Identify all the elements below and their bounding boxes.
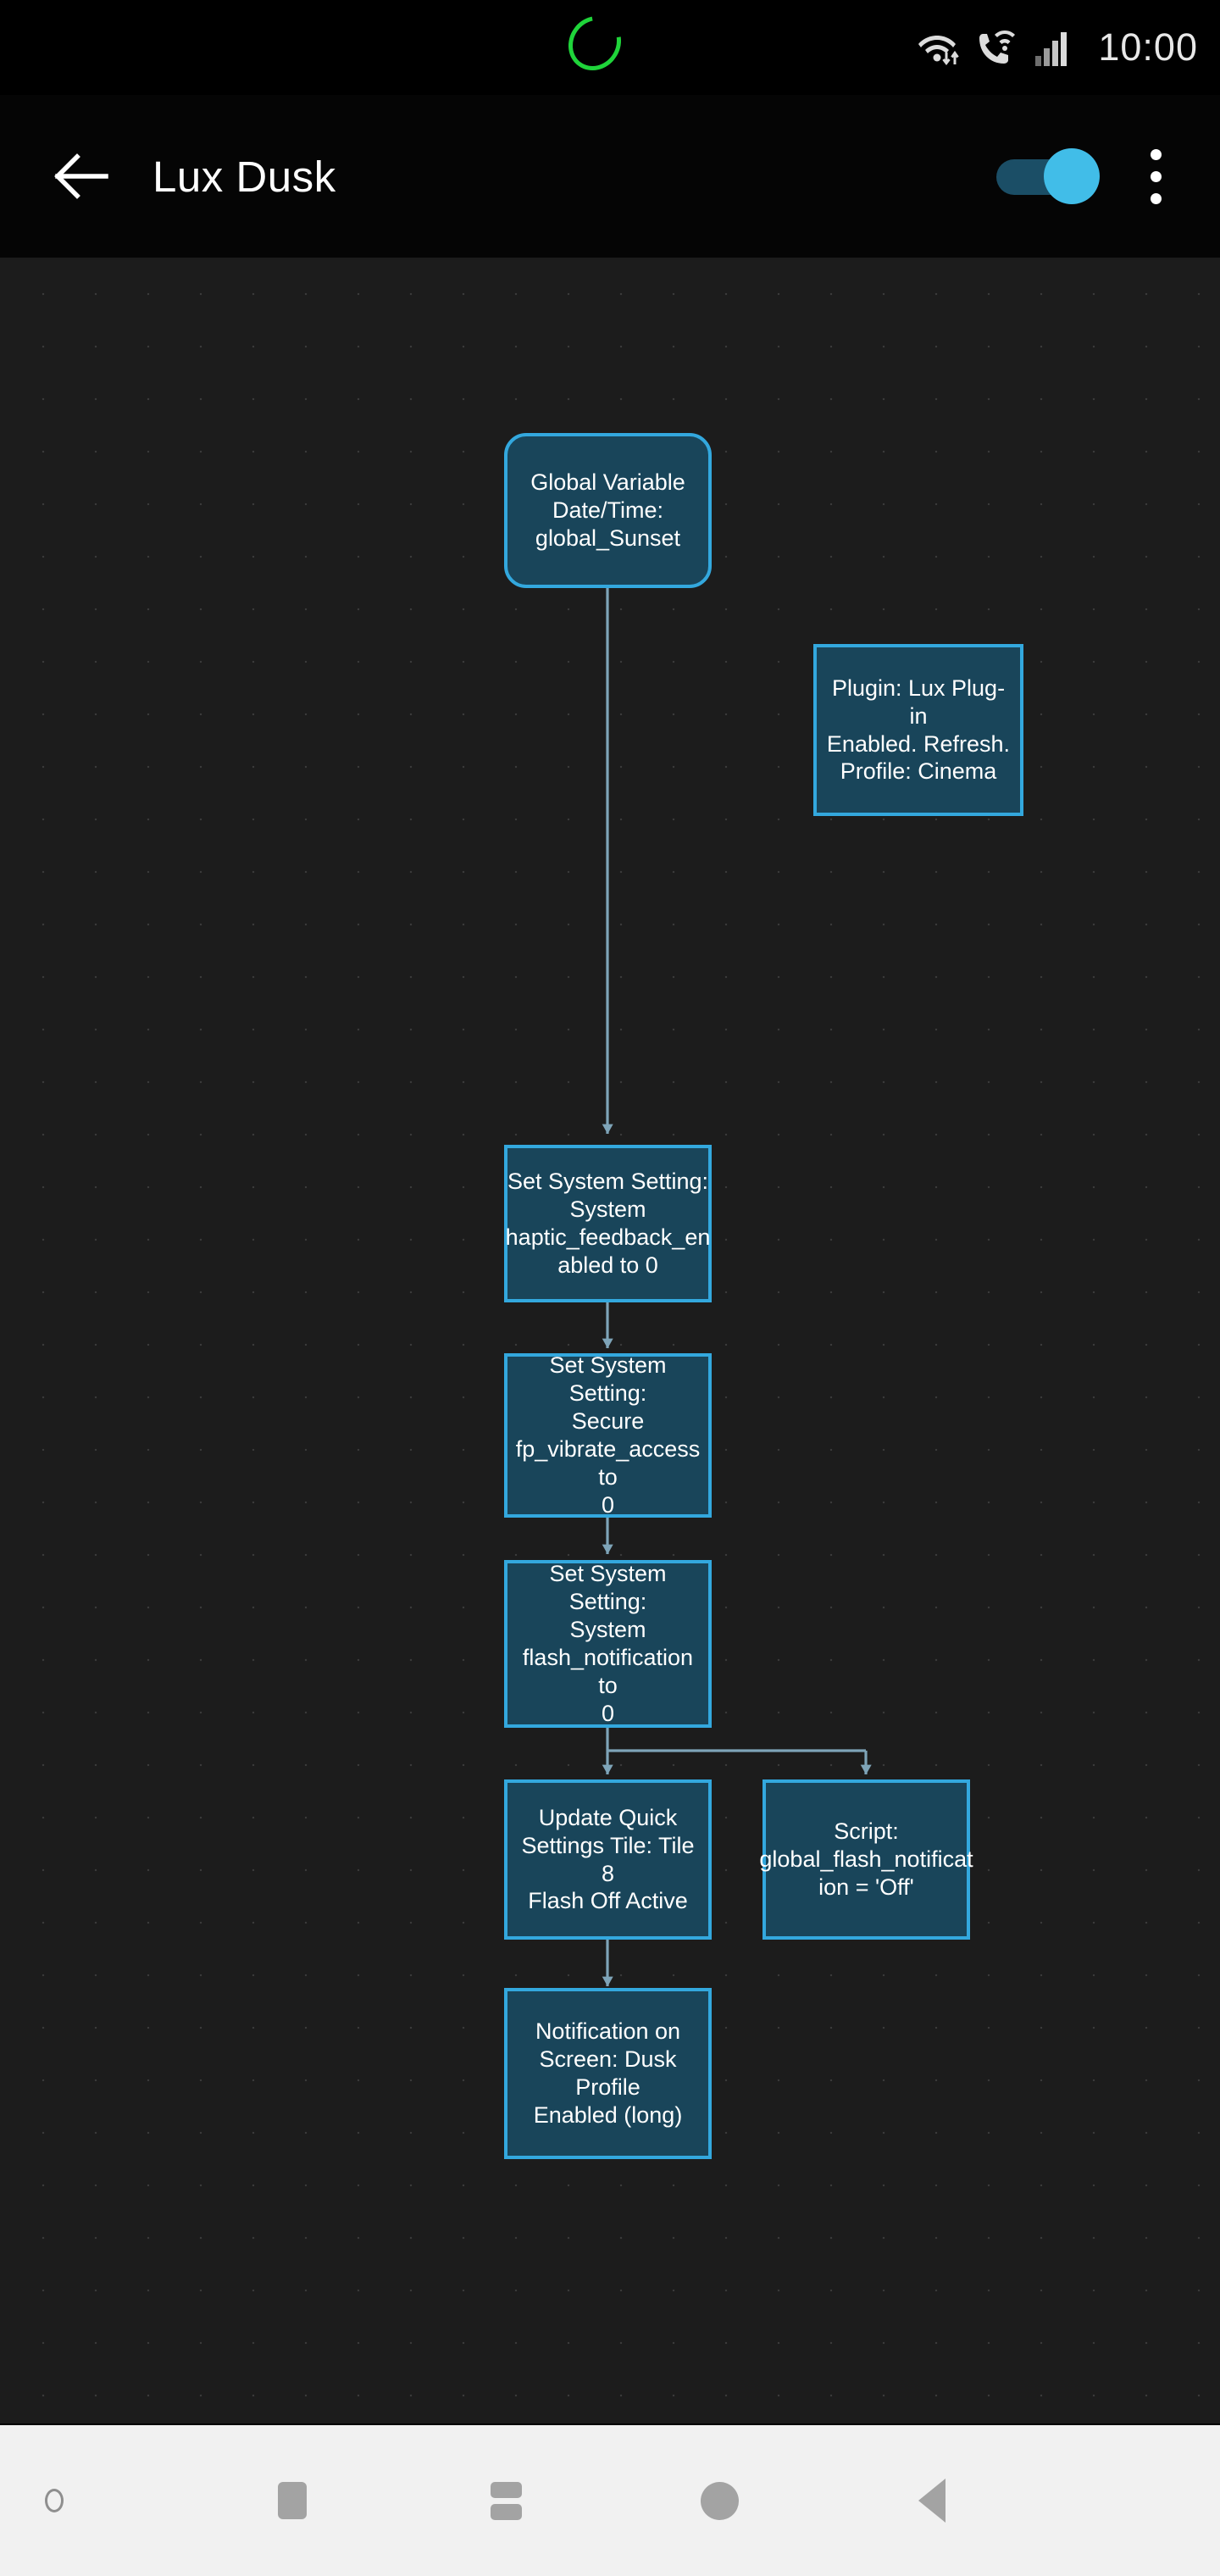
node-label: Script: global_flash_notificat ion = 'Of… [759,1818,973,1900]
recents-bar [490,2481,522,2498]
app-bar-actions [996,134,1220,219]
flow-node-script-flash[interactable]: Script: global_flash_notificat ion = 'Of… [759,1779,973,1940]
back-button[interactable] [39,134,124,219]
node-label: Update Quick Settings Tile: Tile 8 Flash… [521,1804,695,1914]
flow-node-plugin-lux[interactable]: Plugin: Lux Plug-in Enabled. Refresh. Pr… [813,644,1023,816]
nav-recents-icon [490,2481,522,2520]
page-title: Lux Dusk [152,152,336,201]
back-arrow-icon [54,153,108,199]
node-label: Plugin: Lux Plug-in Enabled. Refresh. Pr… [826,675,1011,785]
nav-recents-button[interactable] [455,2425,557,2576]
nav-dot-circle-button[interactable] [3,2425,105,2576]
wifi-data-icon [918,36,960,65]
node-label: Global Variable Date/Time: global_Sunset [530,469,685,551]
camera-cutout-indicator [557,5,632,81]
overflow-dot [1150,170,1162,182]
toggle-thumb [1044,148,1100,204]
flow-node-flash-notification[interactable]: Set System Setting: System flash_notific… [504,1560,712,1728]
system-navigation-bar [0,2425,1220,2576]
node-label: Set System Setting: Secure fp_vibrate_ac… [515,1352,701,1518]
nav-back-icon [918,2479,946,2523]
nav-home-icon [700,2481,739,2520]
recents-bar [490,2503,522,2520]
profile-enabled-toggle[interactable] [996,148,1100,204]
status-bar-icons: 10:00 [917,0,1198,95]
overflow-dot [1150,192,1162,204]
wifi-calling-icon [979,31,1016,64]
signal-bars-icon [1035,32,1068,66]
status-bar-clock: 10:00 [1098,25,1198,69]
nav-home-button[interactable] [668,2425,770,2576]
nav-dot-circle-icon [45,2489,64,2512]
flow-node-haptic-feedback[interactable]: Set System Setting: System haptic_feedba… [504,1145,712,1302]
nav-stop-square-icon [278,2482,307,2519]
node-label: Notification on Screen: Dusk Profile Ena… [533,2018,683,2128]
flow-node-trigger-global-variable[interactable]: Global Variable Date/Time: global_Sunset [504,433,712,588]
flow-node-fp-vibrate[interactable]: Set System Setting: Secure fp_vibrate_ac… [504,1352,712,1518]
nav-back-button[interactable] [881,2425,983,2576]
overflow-menu-icon[interactable] [1120,134,1191,219]
flow-node-quick-settings-tile[interactable]: Update Quick Settings Tile: Tile 8 Flash… [504,1779,712,1940]
nav-stop-square-button[interactable] [241,2425,343,2576]
node-label: Set System Setting: System haptic_feedba… [505,1169,711,1278]
node-label: Set System Setting: System flash_notific… [522,1561,694,1726]
overflow-dot [1150,148,1162,160]
flowchart-connectors [602,588,872,1987]
flowchart-canvas[interactable]: Global Variable Date/Time: global_Sunset… [0,258,1220,2423]
status-bar: 10:00 [0,0,1220,95]
app-bar: Lux Dusk [0,95,1220,258]
flow-node-notification-screen[interactable]: Notification on Screen: Dusk Profile Ena… [504,1988,712,2159]
